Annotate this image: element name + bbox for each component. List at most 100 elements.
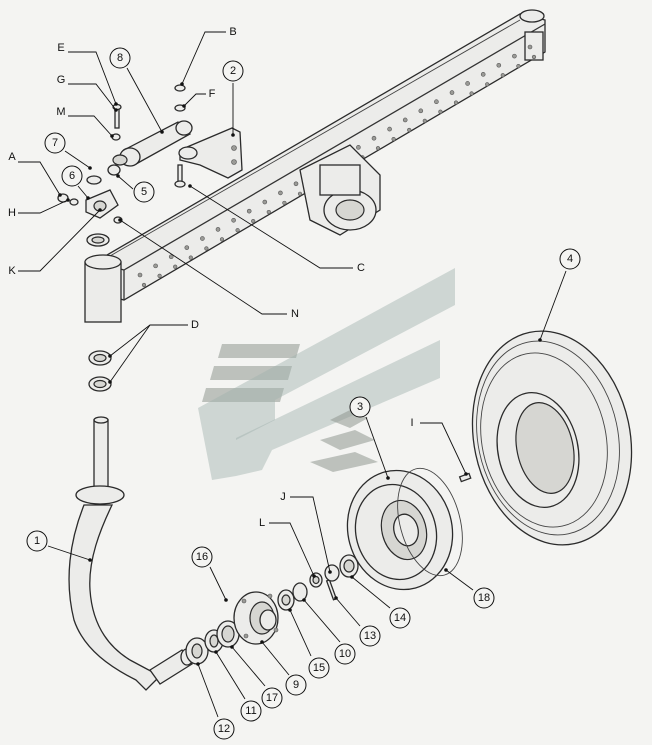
callout-label-17: 17 bbox=[266, 692, 278, 704]
callout-label-D: D bbox=[191, 319, 199, 331]
callout-label-13: 13 bbox=[364, 630, 376, 642]
callout-4: 4 bbox=[559, 248, 581, 270]
callout-12: 12 bbox=[213, 718, 235, 740]
leader-dot-M bbox=[110, 134, 114, 138]
callout-8: 8 bbox=[109, 47, 131, 69]
leader-dot-C bbox=[188, 184, 192, 188]
callout-L: L bbox=[259, 517, 265, 529]
leader-B bbox=[181, 31, 226, 85]
leader-I bbox=[420, 422, 467, 475]
leader-dot-14 bbox=[350, 575, 354, 579]
leader-10 bbox=[303, 599, 341, 643]
leader-F bbox=[183, 93, 206, 107]
callout-2: 2 bbox=[222, 60, 244, 82]
tyre bbox=[471, 330, 633, 546]
callout-label-H: H bbox=[8, 207, 16, 219]
callout-7: 7 bbox=[44, 132, 66, 154]
callout-label-10: 10 bbox=[339, 648, 351, 660]
callout-label-A: A bbox=[8, 151, 16, 163]
leader-dot-10 bbox=[302, 598, 306, 602]
leader-5 bbox=[117, 175, 134, 190]
callout-E: E bbox=[57, 42, 64, 54]
callout-M: M bbox=[56, 106, 65, 118]
leader-dot-5 bbox=[116, 174, 120, 178]
callout-9: 9 bbox=[285, 674, 307, 696]
callout-circle-12 bbox=[213, 718, 235, 740]
callout-label-1: 1 bbox=[34, 535, 40, 547]
leader-15 bbox=[289, 609, 312, 657]
leader-dot-2 bbox=[231, 133, 235, 137]
callout-label-F: F bbox=[209, 88, 216, 100]
leader-16 bbox=[209, 566, 227, 601]
callout-label-3: 3 bbox=[357, 401, 363, 413]
leader-D-2 bbox=[109, 324, 151, 383]
callout-label-C: C bbox=[357, 262, 365, 274]
callout-circle-10 bbox=[334, 643, 356, 665]
callout-circle-5 bbox=[133, 181, 155, 203]
callout-label-B: B bbox=[229, 26, 236, 38]
callout-label-L: L bbox=[259, 517, 265, 529]
leader-G bbox=[68, 83, 117, 111]
leader-14 bbox=[351, 576, 391, 609]
leader-dot-16 bbox=[224, 598, 228, 602]
leader-D bbox=[109, 324, 188, 357]
callout-circle-16 bbox=[191, 546, 213, 568]
callout-circle-8 bbox=[109, 47, 131, 69]
spindle-arm bbox=[68, 416, 194, 691]
callout-F: F bbox=[209, 88, 216, 100]
callout-label-18: 18 bbox=[478, 592, 490, 604]
callout-label-15: 15 bbox=[313, 662, 325, 674]
callout-label-8: 8 bbox=[117, 52, 123, 64]
leader-dot-3 bbox=[386, 476, 390, 480]
callout-label-12: 12 bbox=[218, 723, 230, 735]
callout-N: N bbox=[291, 308, 299, 320]
leader-4 bbox=[539, 270, 567, 341]
leader-dot-B bbox=[180, 82, 184, 86]
callout-C: C bbox=[357, 262, 365, 274]
leader-lines bbox=[18, 31, 567, 718]
callouts: 123456789101112131415161718ABCDEFGHIJKLM… bbox=[8, 26, 581, 740]
valve bbox=[458, 472, 472, 483]
watermark-logo bbox=[198, 268, 455, 480]
callout-label-J: J bbox=[280, 491, 286, 503]
callout-K: K bbox=[8, 265, 16, 277]
leader-18 bbox=[445, 569, 474, 591]
leader-dot-G bbox=[114, 108, 118, 112]
callout-circle-7 bbox=[44, 132, 66, 154]
leader-J bbox=[290, 496, 331, 573]
leader-9 bbox=[261, 641, 290, 676]
callout-label-I: I bbox=[410, 417, 413, 429]
leader-dot-11 bbox=[214, 650, 218, 654]
leader-dot-6 bbox=[86, 196, 90, 200]
callout-label-11: 11 bbox=[245, 705, 256, 717]
callout-6: 6 bbox=[61, 165, 83, 187]
callout-B: B bbox=[229, 26, 236, 38]
leader-dot-12 bbox=[196, 662, 200, 666]
callout-J: J bbox=[280, 491, 286, 503]
callout-1: 1 bbox=[26, 530, 48, 552]
frame-beam bbox=[84, 9, 546, 323]
callout-label-16: 16 bbox=[196, 551, 208, 563]
callout-18: 18 bbox=[473, 587, 495, 609]
leader-H bbox=[18, 199, 69, 214]
callout-label-5: 5 bbox=[141, 186, 147, 198]
callout-circle-2 bbox=[222, 60, 244, 82]
leader-dot-F bbox=[182, 104, 186, 108]
callout-label-N: N bbox=[291, 308, 299, 320]
leader-11 bbox=[215, 651, 246, 700]
leader-6 bbox=[77, 185, 89, 199]
leader-C bbox=[189, 185, 353, 269]
leader-dot-13 bbox=[334, 596, 338, 600]
leader-1 bbox=[47, 545, 91, 561]
callout-circle-13 bbox=[359, 625, 381, 647]
callout-13: 13 bbox=[359, 625, 381, 647]
callout-circle-14 bbox=[389, 607, 411, 629]
callout-circle-9 bbox=[285, 674, 307, 696]
callout-label-G: G bbox=[57, 74, 66, 86]
callout-circle-17 bbox=[261, 687, 283, 709]
leader-dot-L bbox=[312, 574, 316, 578]
callout-label-2: 2 bbox=[230, 65, 236, 77]
leader-7 bbox=[64, 150, 91, 169]
leader-13 bbox=[335, 597, 361, 627]
